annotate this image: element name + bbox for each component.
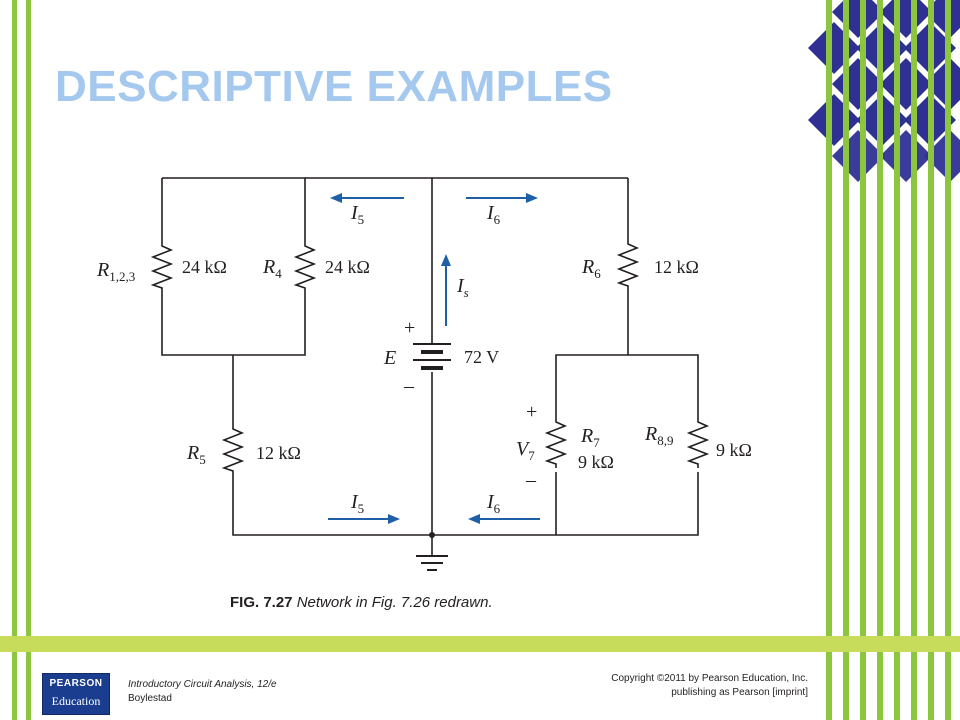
arrow-i5-top-icon bbox=[330, 193, 342, 203]
label-i5-top: I5 bbox=[350, 202, 364, 227]
resistor-r89 bbox=[686, 418, 710, 468]
label-r123: R1,2,3 bbox=[96, 259, 135, 284]
green-stripe-1 bbox=[843, 0, 849, 720]
caption-text: Network in Fig. 7.26 redrawn. bbox=[296, 594, 493, 611]
label-i6-bottom: I6 bbox=[486, 491, 501, 516]
v7-plus: + bbox=[526, 401, 537, 423]
source-minus: – bbox=[403, 375, 415, 397]
label-v7: V7 bbox=[516, 438, 535, 463]
current-arrows bbox=[328, 193, 540, 524]
value-r89: 9 kΩ bbox=[716, 440, 752, 460]
arrow-i6-bottom-icon bbox=[468, 514, 480, 524]
slide-title: DESCRIPTIVE EXAMPLES bbox=[55, 62, 613, 111]
green-stripe-5 bbox=[911, 0, 917, 720]
circuit-wires bbox=[150, 177, 699, 556]
caption-number: FIG. 7.27 bbox=[230, 594, 293, 611]
resistor-r123 bbox=[150, 242, 174, 290]
label-r6: R6 bbox=[581, 256, 601, 281]
wire-top-left bbox=[162, 177, 306, 242]
value-r6: 12 kΩ bbox=[654, 257, 699, 277]
green-stripe-2 bbox=[860, 0, 866, 720]
ground-icon bbox=[416, 555, 448, 571]
battery-source bbox=[413, 343, 451, 370]
arrow-i5-bottom-icon bbox=[388, 514, 400, 524]
pearson-logo: PEARSON Education bbox=[42, 673, 110, 715]
label-i6-top: I6 bbox=[486, 202, 501, 227]
label-r4: R4 bbox=[262, 256, 282, 281]
source-plus: + bbox=[404, 317, 415, 339]
wire-bottom bbox=[232, 474, 556, 536]
arrow-i6-top-icon bbox=[526, 193, 538, 203]
book-author: Boylestad bbox=[128, 693, 172, 704]
diamond-7 bbox=[880, 130, 932, 182]
green-stripe-3 bbox=[877, 0, 883, 720]
copyright-line-2: publishing as Pearson [imprint] bbox=[671, 687, 808, 698]
junction-dot bbox=[429, 532, 435, 538]
value-r7: 9 kΩ bbox=[578, 452, 614, 472]
value-r123: 24 kΩ bbox=[182, 257, 227, 277]
label-r89: R8,9 bbox=[644, 423, 673, 448]
wire-right-box bbox=[555, 354, 699, 536]
resistor-r5 bbox=[221, 425, 245, 474]
source-label: E bbox=[383, 347, 396, 369]
value-r4: 24 kΩ bbox=[325, 257, 370, 277]
copyright-notice: Copyright ©2011 by Pearson Education, In… bbox=[611, 672, 808, 700]
v7-minus: – bbox=[525, 469, 537, 491]
green-stripe-6 bbox=[928, 0, 934, 720]
resistor-r6 bbox=[616, 240, 640, 289]
resistor-r4 bbox=[293, 242, 317, 290]
source-value: 72 V bbox=[464, 347, 499, 367]
copyright-line-1: Copyright ©2011 by Pearson Education, In… bbox=[611, 673, 808, 684]
logo-bottom-text: Education bbox=[51, 694, 101, 708]
label-r5: R5 bbox=[186, 442, 206, 467]
green-stripe-7 bbox=[945, 0, 951, 720]
label-r7: R7 bbox=[580, 425, 600, 450]
green-stripe-4 bbox=[894, 0, 900, 720]
diamond-4 bbox=[880, 58, 932, 110]
label-i5-bottom: I5 bbox=[350, 491, 364, 516]
label-is: Is bbox=[456, 275, 469, 300]
left-stripe-0 bbox=[12, 0, 17, 720]
left-stripe-1 bbox=[26, 0, 31, 720]
book-title: Introductory Circuit Analysis, 12/e bbox=[128, 679, 277, 690]
green-stripes bbox=[12, 0, 951, 720]
figure-caption: FIG. 7.27 Network in Fig. 7.26 redrawn. bbox=[230, 594, 493, 611]
logo-top-text: PEARSON bbox=[49, 678, 103, 689]
book-info: Introductory Circuit Analysis, 12/e Boyl… bbox=[128, 678, 277, 706]
arrow-is-icon bbox=[441, 254, 451, 266]
resistor-r7 bbox=[544, 418, 568, 468]
wire-left-bottom bbox=[161, 290, 306, 356]
footer-band bbox=[0, 636, 960, 652]
diamond-1 bbox=[880, 0, 932, 38]
green-stripe-0 bbox=[826, 0, 832, 720]
value-r5: 12 kΩ bbox=[256, 443, 301, 463]
